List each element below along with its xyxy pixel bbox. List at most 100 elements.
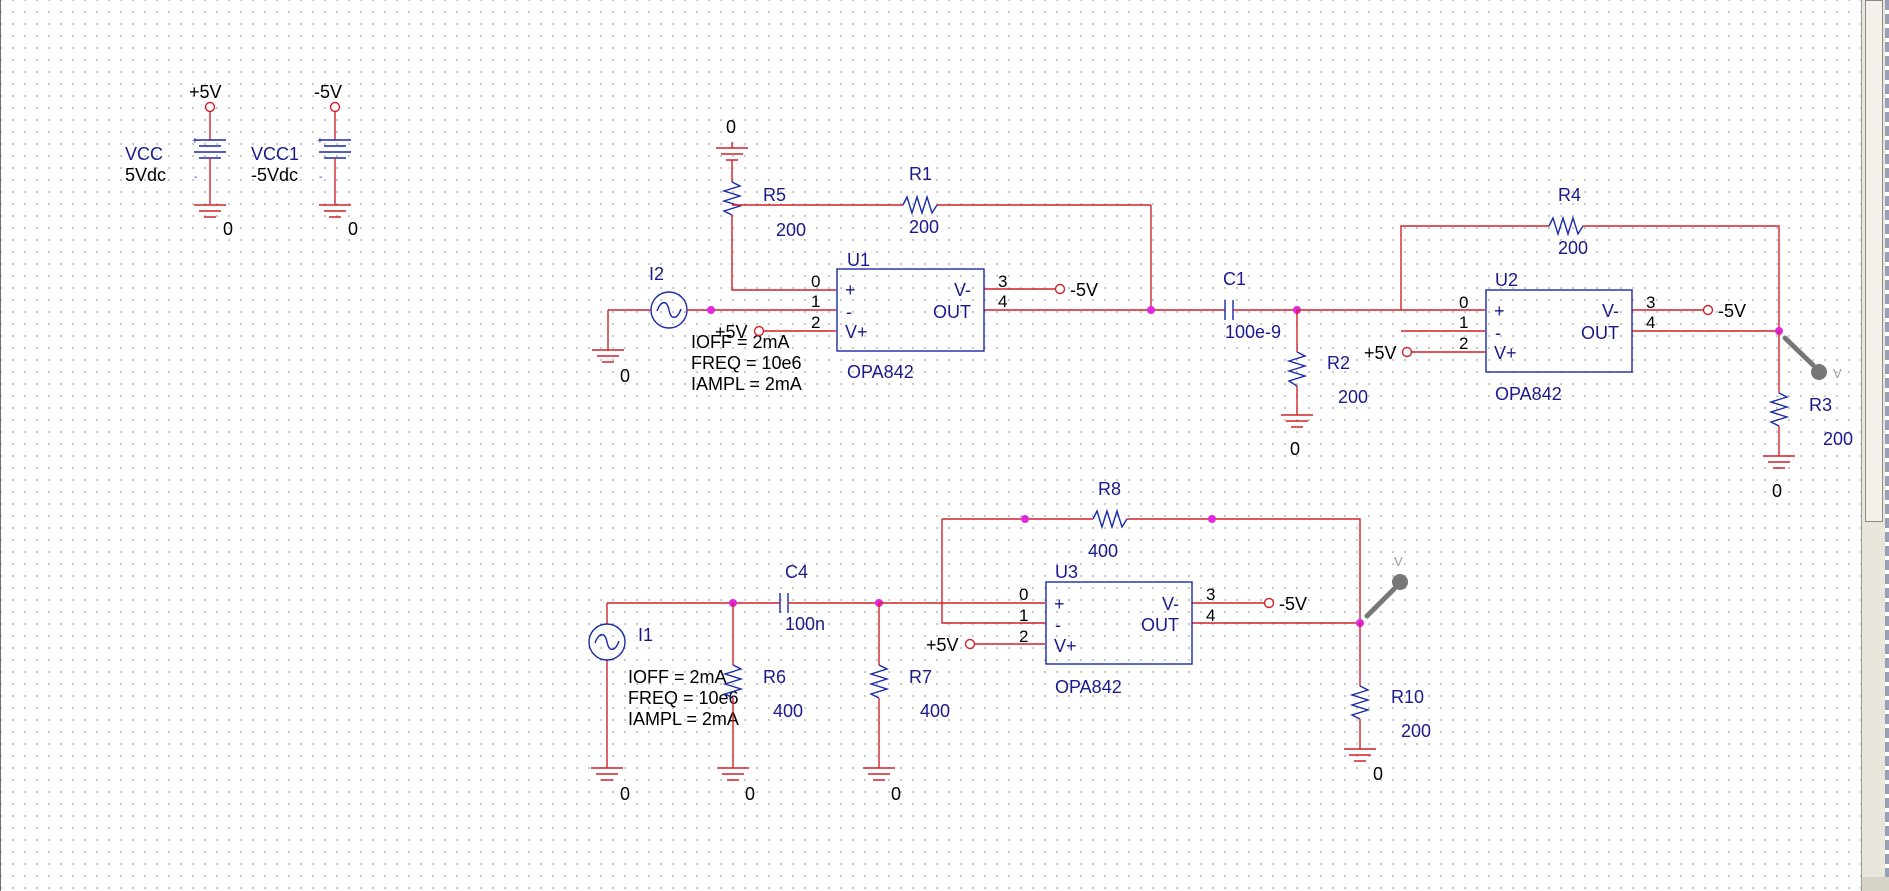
vcc1-ground-label: 0 bbox=[348, 219, 358, 239]
resistor-r10[interactable]: R10 200 0 bbox=[1344, 623, 1431, 784]
r4-ref: R4 bbox=[1558, 185, 1581, 205]
r7-ref: R7 bbox=[909, 667, 932, 687]
current-source-i2[interactable]: I2 IOFF = 2mA FREQ = 10e6 IAMPL = 2mA 0 bbox=[592, 264, 802, 394]
svg-text:4: 4 bbox=[998, 292, 1007, 311]
svg-text:-: - bbox=[846, 302, 852, 322]
r1-ref: R1 bbox=[909, 164, 932, 184]
svg-text:V+: V+ bbox=[1494, 343, 1517, 363]
r3-ref: R3 bbox=[1809, 395, 1832, 415]
r5-ref: R5 bbox=[763, 185, 786, 205]
svg-text:0: 0 bbox=[811, 272, 820, 291]
svg-text:0: 0 bbox=[1459, 293, 1468, 312]
resistor-r3[interactable]: R3 200 0 bbox=[1763, 331, 1853, 501]
resistor-r6[interactable]: R6 400 0 bbox=[717, 603, 803, 804]
current-source-i1[interactable]: I1 IOFF = 2mA FREQ = 10e6 IAMPL = 2mA 0 bbox=[588, 603, 739, 804]
i2-ref: I2 bbox=[649, 264, 664, 284]
svg-text:+: + bbox=[1054, 594, 1065, 614]
c1-value: 100e-9 bbox=[1225, 322, 1281, 342]
svg-text:1: 1 bbox=[1019, 606, 1028, 625]
i1-ref: I1 bbox=[638, 625, 653, 645]
resistor-r7[interactable]: R7 400 0 bbox=[863, 603, 950, 804]
svg-text:OUT: OUT bbox=[933, 302, 971, 322]
u2-model: OPA842 bbox=[1495, 384, 1562, 404]
opamp-u1[interactable]: U1 + - V+ V- OUT 0 1 2 3 4 OPA842 bbox=[811, 250, 1007, 382]
voltage-probe-1[interactable]: V bbox=[1782, 335, 1842, 381]
scrollbar-corner bbox=[1862, 877, 1889, 891]
i2-freq: FREQ = 10e6 bbox=[691, 353, 802, 373]
resistor-r5[interactable]: R5 200 bbox=[721, 160, 806, 240]
capacitor-c4[interactable]: C4 100n bbox=[779, 562, 879, 634]
svg-text:2: 2 bbox=[811, 313, 820, 332]
svg-text:V-: V- bbox=[1602, 301, 1619, 321]
svg-text:0: 0 bbox=[1290, 439, 1300, 459]
scrollbar-thumb[interactable] bbox=[1865, 0, 1883, 522]
r8-ref: R8 bbox=[1098, 479, 1121, 499]
svg-text:V: V bbox=[1394, 554, 1403, 569]
svg-text:V-: V- bbox=[954, 280, 971, 300]
svg-text:4: 4 bbox=[1206, 606, 1215, 625]
resistor-r8[interactable]: R8 400 bbox=[1088, 479, 1128, 561]
r2-value: 200 bbox=[1338, 387, 1368, 407]
svg-text:0: 0 bbox=[1772, 481, 1782, 501]
svg-text:-: - bbox=[1495, 323, 1501, 343]
svg-text:2: 2 bbox=[1459, 334, 1468, 353]
u2-ref: U2 bbox=[1495, 270, 1518, 290]
svg-text:+: + bbox=[845, 280, 856, 300]
capacitor-c1[interactable]: C1 100e-9 bbox=[1214, 269, 1296, 342]
resistor-r2[interactable]: R2 200 0 bbox=[1281, 310, 1368, 459]
r6-value: 400 bbox=[773, 701, 803, 721]
i1-freq: FREQ = 10e6 bbox=[628, 688, 739, 708]
opamp-u3[interactable]: U3 + - V+ V- OUT 0 1 2 3 4 OPA842 bbox=[1019, 562, 1215, 697]
vcc-name: VCC bbox=[125, 144, 163, 164]
junction bbox=[1208, 515, 1216, 523]
vertical-scrollbar[interactable] bbox=[1861, 0, 1889, 891]
svg-text:-: - bbox=[319, 172, 322, 183]
resistor-r4[interactable]: R4 200 bbox=[1548, 185, 1780, 331]
i2-iampl: IAMPL = 2mA bbox=[691, 374, 802, 394]
ground-r5-top: 0 bbox=[716, 117, 748, 161]
junction bbox=[1021, 515, 1029, 523]
opamp-u2[interactable]: U2 + - V+ V- OUT 0 1 2 3 4 OPA842 bbox=[1459, 270, 1655, 404]
r3-value: 200 bbox=[1823, 429, 1853, 449]
r10-ref: R10 bbox=[1391, 687, 1424, 707]
r6-ref: R6 bbox=[763, 667, 786, 687]
c4-value: 100n bbox=[785, 614, 825, 634]
svg-text:V+: V+ bbox=[1054, 636, 1077, 656]
i1-ioff: IOFF = 2mA bbox=[628, 667, 727, 687]
u1-neg-supply: -5V bbox=[1070, 280, 1098, 300]
vcc1-source[interactable]: -5V + - VCC1 -5Vdc 0 bbox=[251, 82, 358, 239]
svg-text:0: 0 bbox=[1373, 764, 1383, 784]
c4-ref: C4 bbox=[785, 562, 808, 582]
vcc-value: 5Vdc bbox=[125, 165, 166, 185]
junction bbox=[1147, 306, 1155, 314]
u3-model: OPA842 bbox=[1055, 677, 1122, 697]
ground-label: 0 bbox=[726, 117, 736, 137]
vcc-terminal[interactable] bbox=[204, 101, 216, 113]
u1-ref: U1 bbox=[847, 250, 870, 270]
svg-text:4: 4 bbox=[1646, 313, 1655, 332]
svg-text:-: - bbox=[194, 172, 197, 183]
svg-text:3: 3 bbox=[1646, 293, 1655, 312]
u2-pos-supply: +5V bbox=[1364, 343, 1397, 363]
voltage-probe-2[interactable]: V bbox=[1364, 554, 1408, 619]
toolbar-edge bbox=[1885, 0, 1889, 891]
vcc-rail-label: +5V bbox=[189, 82, 222, 102]
svg-text:0: 0 bbox=[745, 784, 755, 804]
junction bbox=[707, 306, 715, 314]
svg-text:0: 0 bbox=[620, 784, 630, 804]
resistor-r1[interactable]: R1 200 bbox=[902, 164, 1151, 237]
vcc-source[interactable]: +5V + - VCC 5Vdc 0 bbox=[125, 82, 233, 239]
u1-model: OPA842 bbox=[847, 362, 914, 382]
r4-value: 200 bbox=[1558, 238, 1588, 258]
r8-value: 400 bbox=[1088, 541, 1118, 561]
svg-text:3: 3 bbox=[998, 272, 1007, 291]
vcc1-terminal[interactable] bbox=[329, 101, 341, 113]
u3-pos-supply: +5V bbox=[926, 635, 959, 655]
svg-text:+: + bbox=[1494, 301, 1505, 321]
r1-value: 200 bbox=[909, 217, 939, 237]
i2-ioff: IOFF = 2mA bbox=[691, 332, 790, 352]
svg-text:1: 1 bbox=[1459, 313, 1468, 332]
u2-neg-supply: -5V bbox=[1718, 301, 1746, 321]
svg-text:V+: V+ bbox=[845, 322, 868, 342]
